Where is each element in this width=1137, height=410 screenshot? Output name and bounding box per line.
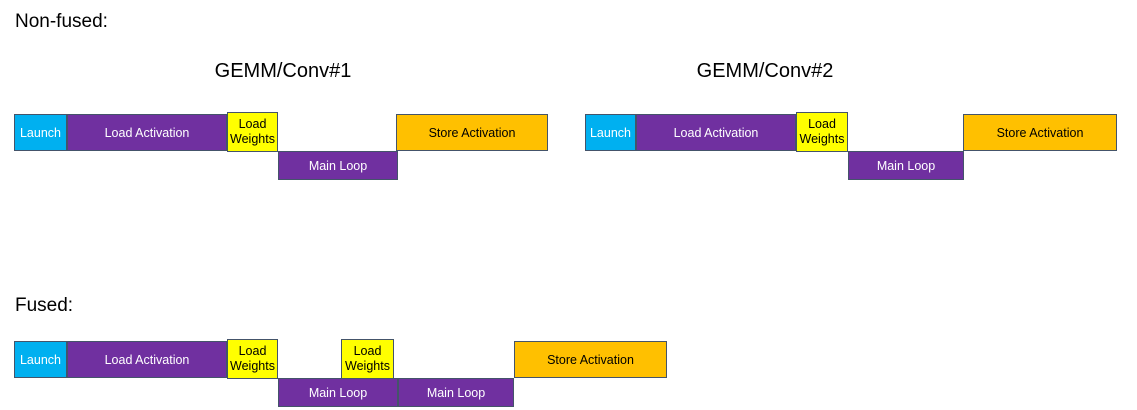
bar-load-weights-fused-1-line1: Load (238, 344, 267, 358)
bar-launch-fused[interactable]: Launch (14, 341, 67, 378)
bar-load-weights-group1-line1: Load (238, 117, 267, 131)
bar-load-weights-group2[interactable]: Load Weights (796, 112, 848, 152)
bar-load-weights-group2-line2: Weights (799, 132, 845, 146)
bar-launch-group1[interactable]: Launch (14, 114, 67, 151)
bar-load-activation-group2[interactable]: Load Activation (636, 114, 796, 151)
bar-store-activation-fused[interactable]: Store Activation (514, 341, 667, 378)
bar-store-activation-group1[interactable]: Store Activation (396, 114, 548, 151)
bar-load-weights-group2-line1: Load (808, 117, 836, 131)
bar-store-activation-group2[interactable]: Store Activation (963, 114, 1117, 151)
bar-main-loop-group1[interactable]: Main Loop (278, 151, 398, 180)
group-title-gemm-conv-1: GEMM/Conv#1 (214, 60, 352, 82)
section-label-fused: Fused: (15, 295, 74, 316)
bar-load-weights-fused-1[interactable]: Load Weights (227, 339, 278, 379)
bar-load-weights-group1[interactable]: Load Weights (227, 112, 278, 152)
bar-load-weights-fused-2-line2: Weights (345, 359, 390, 373)
bar-load-weights-fused-1-line2: Weights (230, 359, 275, 373)
bar-main-loop-fused-2[interactable]: Main Loop (398, 378, 514, 407)
bar-load-activation-fused[interactable]: Load Activation (67, 341, 227, 378)
bar-load-weights-fused-2[interactable]: Load Weights (341, 339, 394, 379)
bar-load-activation-group1[interactable]: Load Activation (67, 114, 227, 151)
bar-launch-group2[interactable]: Launch (585, 114, 636, 151)
bar-main-loop-group2[interactable]: Main Loop (848, 151, 964, 180)
section-label-non-fused: Non-fused: (15, 11, 108, 32)
group-title-gemm-conv-2: GEMM/Conv#2 (696, 60, 834, 82)
bar-load-weights-group1-line2: Weights (230, 132, 275, 146)
bar-main-loop-fused-1[interactable]: Main Loop (278, 378, 398, 407)
bar-load-weights-fused-2-line1: Load (353, 344, 382, 358)
